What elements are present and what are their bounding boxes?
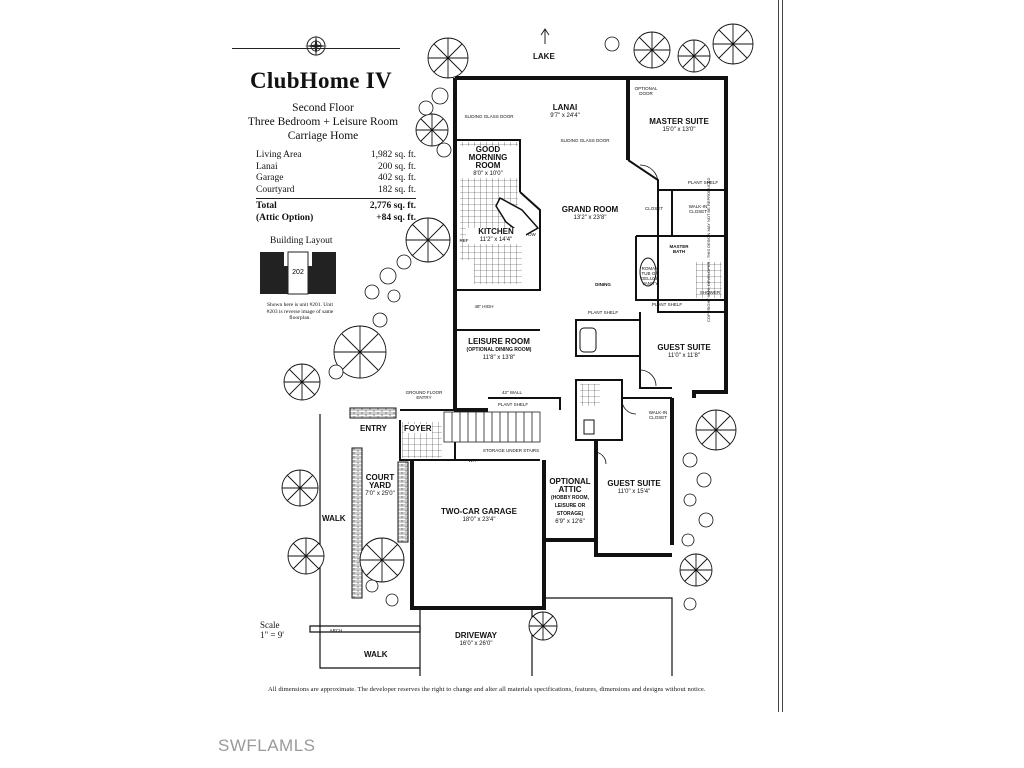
sliding-door-label: SLIDING GLASS DOOR [560,138,610,143]
building-layout-title: Building Layout [270,236,333,246]
scale-value: 1" = 9' [260,630,284,640]
area-walk-side: WALK [322,514,346,523]
storage-label: STORAGE UNDER STAIRS [482,448,540,453]
landscape-shrubs [328,36,714,611]
subtitle-line: Second Floor [292,102,354,114]
planter [351,447,363,599]
interior-walls [399,139,726,461]
room-walk-in-closet: WALK-IN CLOSET [688,204,708,214]
building-layout-diagram: 202 [260,251,336,295]
exterior-walls [410,76,728,610]
scale-legend: Scale 1" = 9' [260,620,284,640]
compass-rose-icon [305,35,327,57]
planter [397,461,409,543]
landscape-trees [281,23,754,641]
shower-label: SHOWER [699,290,721,295]
scale-label: Scale [260,620,280,630]
room-grand-room: GRAND ROOM 13'2" x 23'8" [561,205,619,222]
area-driveway: DRIVEWAY 16'0" x 26'0" [455,631,497,648]
room-good-morning: GOOD MORNING ROOM 8'0" x 10'0" [458,146,518,178]
arch-label: ARCH [329,628,343,633]
area-table-rule [256,198,416,199]
tiled-floor [580,384,600,406]
plant-shelf-label: PLANT SHELF [587,310,619,315]
room-lanai: LANAI 9'7" x 24'4" [550,103,580,120]
room-guest-suite-2: GUEST SUITE 11'0" x 15'4" [607,479,661,496]
room-leisure: LEISURE ROOM (OPTIONAL DINING ROOM) 11'8… [466,337,532,362]
mls-watermark: SWFLAMLS [218,736,316,755]
copyright-note: COPYRIGHT 1996, DEVELOPER - THIS DESIGN … [706,177,711,322]
area-walk-bottom: WALK [364,650,388,659]
optional-door-label: OPTIONAL DOOR [634,86,658,96]
plan-title: ClubHome IV [250,68,392,93]
north-arrow-icon [540,28,550,44]
attic-option-row: (Attic Option)+84 sq. ft. [256,212,416,223]
building-layout-note: Shown here is unit #201. Unit #203 is re… [266,302,334,321]
page-margin-left [0,0,210,768]
plant-shelf-label: PLANT SHELF [497,402,529,407]
area-foyer: FOYER [404,424,432,433]
planter [349,407,397,419]
area-entry: ENTRY [360,424,387,433]
wall-48-label: 48" HIGH [474,304,494,309]
walk-in-closet-label: WALK-IN CLOSET [648,410,668,420]
ground-floor-entry-label: GROUND FLOOR ENTRY [405,390,443,400]
wh-label: WH [468,458,476,463]
room-two-car-garage: TWO-CAR GARAGE 18'0" x 23'4" [441,507,517,524]
toilet [583,419,595,435]
plant-shelf-label: PLANT SHELF [687,180,719,185]
area-dining: DINING [595,282,611,287]
closet-label: CLOSET [644,206,663,211]
room-master-bath: MASTER BATH [669,244,689,254]
sheet-edge-line [782,0,783,712]
room-kitchen: KITCHEN 11'2" x 14'4" [466,228,526,244]
building-unit-number: 202 [292,269,304,276]
room-master-suite: MASTER SUITE 15'0" x 13'0" [649,117,709,134]
door-swings [593,164,659,465]
ref-label: REF [459,238,469,243]
sliding-door-label: SLIDING GLASS DOOR [464,114,514,119]
bathtub [579,327,597,353]
room-optional-attic: OPTIONAL ATTIC (HOBBY ROOM, LEISURE OR S… [549,477,591,526]
dw-label: DW [528,232,536,237]
page-margin-right [810,0,1024,768]
tiled-floor [696,262,722,298]
roman-tub [639,257,657,287]
area-courtyard: COURT YARD 7'0" x 25'0" [365,473,395,498]
subtitle-line: Carriage Home [287,130,359,142]
plant-shelf-label: PLANT SHELF [651,302,683,307]
subtitle-line: Three Bedroom + Leisure Room [247,116,399,128]
lake-label: LAKE [533,52,555,61]
disclaimer-text: All dimensions are approximate. The deve… [268,686,706,693]
room-guest-suite-1: GUEST SUITE 11'0" x 11'8" [657,343,711,360]
wall-42-label: 42" WALL [502,390,522,395]
stairs [443,411,541,443]
roman-tub-label: ROMAN TUB OR DELUXE VANITY [640,266,659,286]
sheet-edge-line [778,0,779,712]
